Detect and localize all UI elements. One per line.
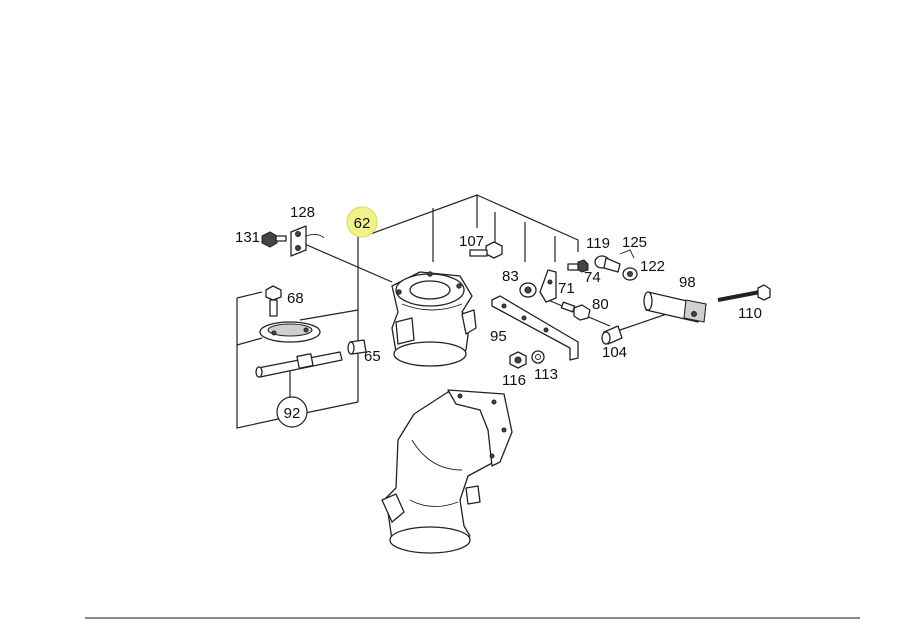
part-label-122[interactable]: 122 (640, 258, 665, 275)
valve-housing-icon[interactable] (391, 271, 477, 367)
washer-113-icon[interactable] (531, 350, 545, 364)
bushing-65-icon[interactable] (347, 339, 367, 355)
shaft-92-icon[interactable] (255, 351, 343, 378)
rail-bracket-95-icon[interactable] (491, 295, 579, 361)
elbow-pipe-icon[interactable] (381, 389, 513, 554)
part-label-68[interactable]: 68 (287, 290, 304, 307)
bracket-71-icon[interactable] (539, 269, 557, 303)
callout-62-highlight (346, 206, 378, 238)
part-label-128[interactable]: 128 (290, 204, 315, 221)
bolt-68-icon[interactable] (265, 285, 282, 317)
part-label-125[interactable]: 125 (622, 234, 647, 251)
callout-62[interactable]: 62 (346, 206, 378, 238)
part-label-116[interactable]: 116 (502, 372, 526, 389)
part-label-110[interactable]: 110 (738, 305, 762, 322)
nut-116-icon[interactable] (509, 351, 527, 369)
bolt-110-icon[interactable] (717, 284, 771, 302)
part-label-92: 92 (284, 405, 301, 422)
clip-125-icon[interactable] (619, 249, 635, 259)
bolt-131-icon[interactable] (261, 231, 287, 248)
nut-83-icon[interactable] (519, 282, 537, 298)
nut-122-icon[interactable] (622, 267, 638, 281)
cover-plate-icon[interactable] (259, 321, 321, 343)
part-label-95[interactable]: 95 (490, 328, 507, 345)
part-label-62: 62 (354, 215, 371, 232)
bolt-74-icon[interactable] (567, 259, 589, 273)
damper-98-icon[interactable] (643, 291, 707, 323)
part-label-65[interactable]: 65 (364, 348, 381, 365)
part-label-104[interactable]: 104 (602, 344, 627, 361)
part-label-80[interactable]: 80 (592, 296, 609, 313)
callout-92[interactable]: 92 (276, 396, 308, 428)
part-label-74[interactable]: 74 (584, 269, 601, 286)
bolt-80-icon[interactable] (560, 301, 591, 321)
clamp-128-icon[interactable] (290, 225, 325, 257)
part-label-83[interactable]: 83 (502, 268, 519, 285)
part-label-131[interactable]: 131 (235, 229, 260, 246)
sleeve-104-icon[interactable] (601, 325, 623, 345)
part-label-71[interactable]: 71 (558, 280, 575, 297)
fitting-119-icon[interactable] (594, 255, 621, 273)
callout-92-circle (276, 396, 308, 428)
bolt-107-icon[interactable] (469, 241, 503, 259)
part-label-119[interactable]: 119 (586, 235, 610, 252)
part-label-113[interactable]: 113 (534, 366, 558, 383)
part-label-98[interactable]: 98 (679, 274, 696, 291)
part-label-107[interactable]: 107 (459, 233, 484, 250)
